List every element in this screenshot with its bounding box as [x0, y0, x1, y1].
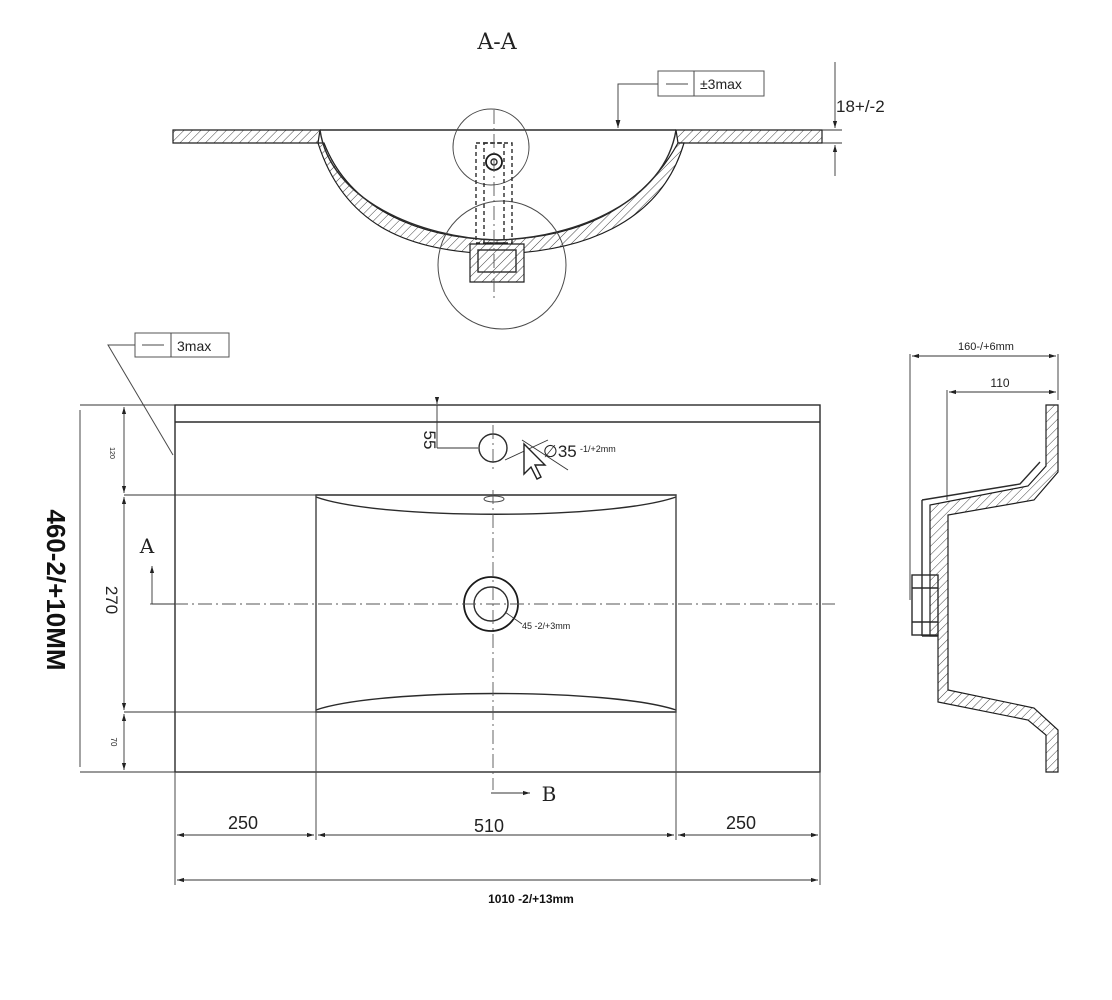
- bowl-depth-dimension: 270: [102, 586, 121, 614]
- back-edge-dimension: 120: [108, 447, 115, 459]
- side-inner-dimension: 110: [990, 376, 1009, 390]
- drain-diameter: 45 -2/+3mm: [522, 621, 570, 631]
- left-width-dimension: 250: [228, 813, 258, 833]
- counter-slab-left: [172, 129, 321, 144]
- section-marker-a: A: [139, 534, 155, 558]
- front-edge-dimension: 70: [109, 738, 118, 747]
- plan-view: 3max A B 55: [41, 332, 835, 906]
- bowl-shell: [317, 142, 685, 255]
- section-marker-b: B: [542, 782, 557, 806]
- vanity-top-outline: [174, 404, 821, 773]
- mouse-cursor-icon: [523, 442, 547, 480]
- overall-depth-dimension: 460-2/+10MM: [41, 509, 71, 670]
- right-width-dimension: 250: [726, 813, 756, 833]
- drain-detail-circle-bottom: [437, 200, 567, 330]
- section-tolerance-box: ±3max: [615, 70, 765, 128]
- tap-hole-diameter: ∅35: [543, 442, 577, 461]
- tap-hole-diameter-symbol: ∅: [543, 442, 558, 461]
- section-tolerance-value: ±3max: [700, 76, 742, 92]
- tap-hole-tolerance: -1/+2mm: [580, 444, 616, 454]
- overall-width-dimension: 1010 -2/+13mm: [488, 892, 574, 906]
- thickness-dimension: 18+/-2: [836, 97, 885, 116]
- tap-hole-offset: 55: [420, 431, 439, 450]
- counter-slab-right: [675, 129, 823, 144]
- side-view: 160-/+6mm 110: [909, 341, 1059, 773]
- side-depth-dimension: 160-/+6mm: [958, 341, 1014, 353]
- plan-tolerance-box: 3max: [107, 332, 230, 456]
- section-title: A-A: [476, 30, 517, 55]
- bowl-width-dimension: 510: [474, 816, 504, 836]
- drain-detail-circle-top: [452, 108, 530, 186]
- side-profile: [929, 404, 1059, 773]
- bowl-outline: [315, 494, 677, 713]
- section-view: A-A ±3max 18+/-2: [172, 30, 885, 330]
- plan-tolerance-value: 3max: [177, 338, 211, 354]
- tap-hole-diameter-value: 35: [558, 442, 577, 461]
